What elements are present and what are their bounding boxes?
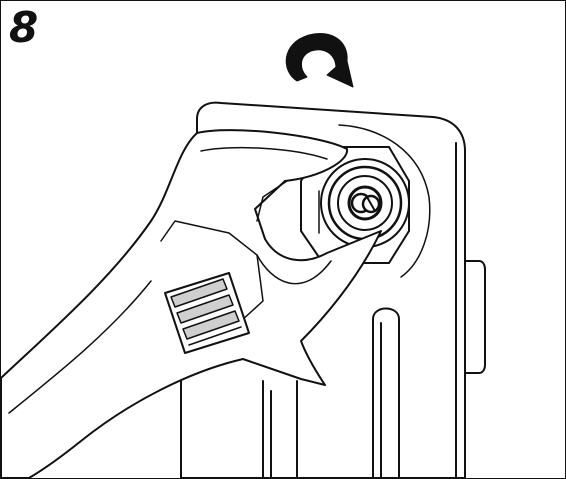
adjustable-wrench-icon <box>1 129 382 478</box>
hex-nut-icon <box>300 146 410 264</box>
worm-screw <box>164 272 250 354</box>
step-number: 8 <box>9 3 39 52</box>
clockwise-rotate-arrow-icon <box>285 33 354 88</box>
